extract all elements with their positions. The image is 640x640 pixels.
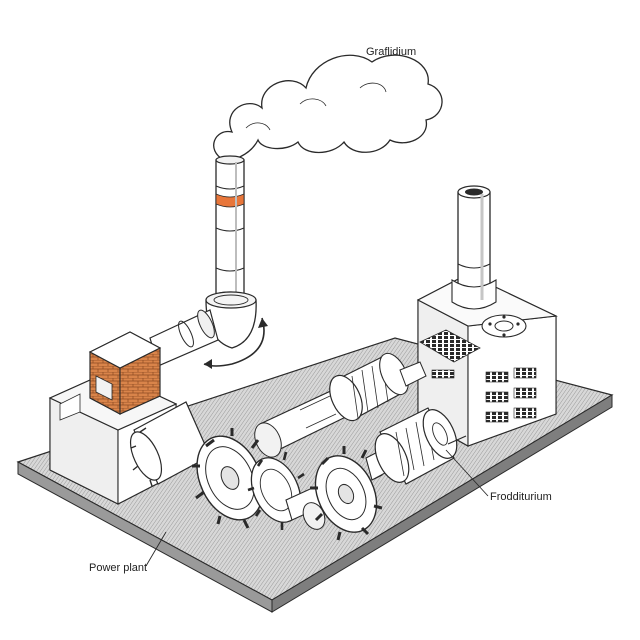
brick-furnace (88, 331, 162, 415)
label-smoke: Graflidium (366, 46, 417, 58)
label-base: Power plant (89, 562, 148, 574)
leader-lines (145, 449, 489, 567)
lower-generator-drum (365, 407, 467, 485)
roof-solar-panel (419, 329, 481, 363)
label-generator: Frodditurium (490, 491, 552, 503)
chimney (215, 155, 245, 306)
chimney-elbow (203, 291, 268, 369)
smoke-cloud (213, 54, 443, 162)
gear-large-right (310, 446, 383, 541)
left-gear-train (129, 401, 383, 541)
short-stack (451, 185, 497, 310)
upper-turbine-assembly (254, 352, 427, 458)
